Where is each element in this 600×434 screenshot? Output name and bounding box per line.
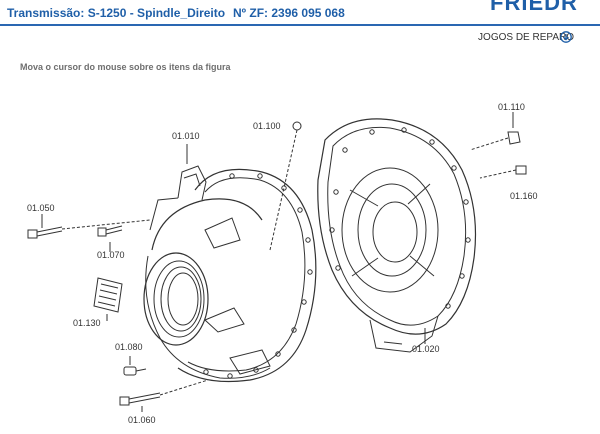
bolt-part-01-050[interactable] (27, 226, 63, 239)
brand-logo: FRIEDR (490, 0, 578, 15)
part-label-01-060[interactable]: 01.060 (128, 415, 156, 425)
page-title: Transmissão: S-1250 - Spindle_Direito (7, 6, 226, 20)
part-label-01-050[interactable]: 01.050 (27, 203, 55, 213)
part-label-01-100[interactable]: 01.100 (253, 121, 281, 131)
hover-hint: Mova o cursor do mouse sobre os itens da… (20, 62, 231, 72)
header-bar: Transmissão: S-1250 - Spindle_Direito Nº… (0, 0, 600, 24)
bolt-part-01-060[interactable] (119, 392, 161, 406)
part-label-01-020[interactable]: 01.020 (412, 344, 440, 354)
bolt-part-01-070[interactable] (97, 225, 123, 237)
part-label-01-160[interactable]: 01.160 (510, 191, 538, 201)
pin-part-01-080[interactable] (123, 366, 147, 376)
part-label-01-080[interactable]: 01.080 (115, 342, 143, 352)
nut-part-01-100[interactable] (269, 121, 302, 251)
part-label-01-010[interactable]: 01.010 (172, 131, 200, 141)
repair-kits-link[interactable]: JOGOS DE REPARO (478, 32, 574, 43)
leader-line (159, 379, 209, 396)
plate-part-01-130[interactable] (93, 277, 123, 313)
zf-number: Nº ZF: 2396 095 068 (233, 6, 345, 20)
part-label-01-070[interactable]: 01.070 (97, 250, 125, 260)
part-label-01-130[interactable]: 01.130 (73, 318, 101, 328)
header-divider (0, 24, 600, 26)
exploded-view-drawing (27, 112, 527, 412)
part-label-01-110[interactable]: 01.110 (498, 102, 525, 112)
stud-part-01-160[interactable] (479, 165, 527, 179)
housing-part-01-010[interactable] (143, 165, 317, 383)
nut-part-01-110[interactable] (469, 131, 521, 151)
circle-arrow-down-icon[interactable] (560, 31, 572, 43)
spindle-part-01-020[interactable] (317, 118, 477, 353)
